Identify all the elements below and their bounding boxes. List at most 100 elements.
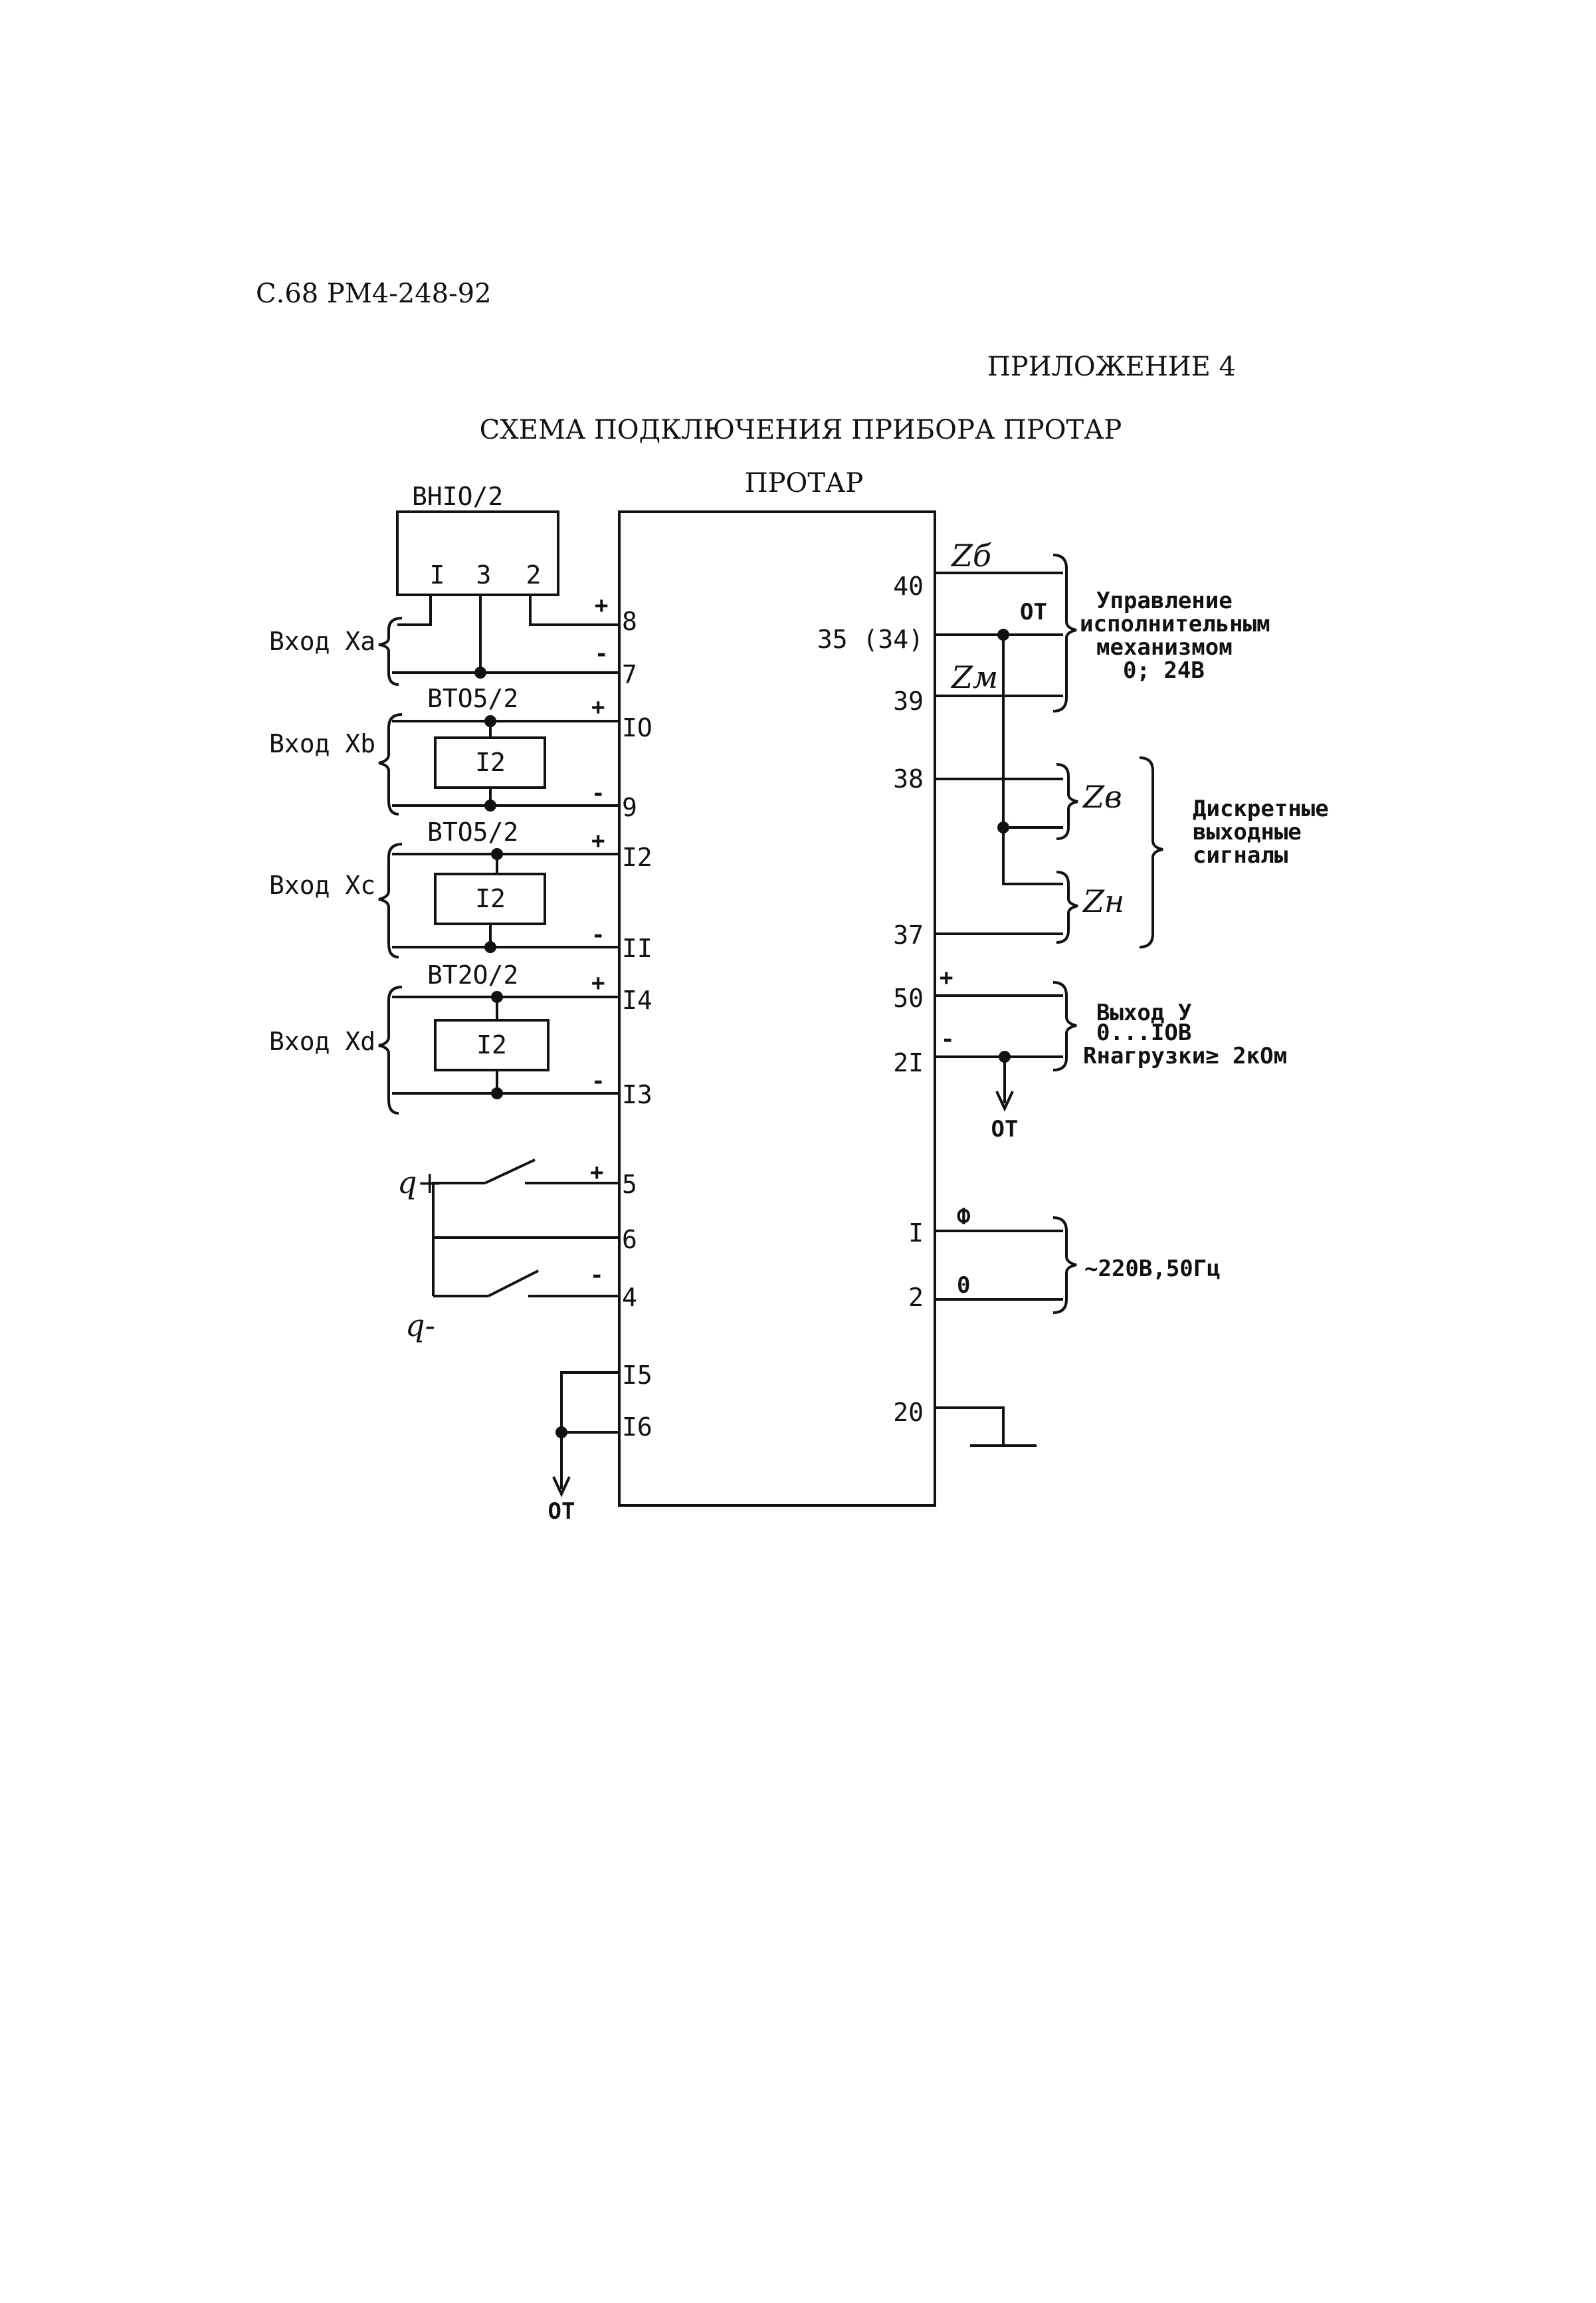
wire-pin15-16 <box>560 1371 619 1432</box>
switch-q-minus-contact <box>488 1269 539 1297</box>
control-line-3: механизмом <box>1096 634 1233 661</box>
sensor-bt3-box <box>434 1019 549 1071</box>
pin-50: 50 <box>893 984 924 1013</box>
signal-zn: Zн <box>1082 883 1124 919</box>
sign-minus: - <box>590 1262 603 1289</box>
junction-dot <box>997 629 1009 641</box>
pin-40: 40 <box>893 572 924 601</box>
sign-minus: - <box>591 1068 605 1095</box>
pin-7: 7 <box>622 660 637 689</box>
signal-zero: 0 <box>957 1272 970 1299</box>
appendix-label: ПРИЛОЖЕНИЕ 4 <box>987 352 1236 382</box>
brace-zn <box>1056 871 1078 944</box>
power-label: ~220В,50Гц <box>1084 1256 1221 1282</box>
pin-21: 2I <box>893 1048 924 1077</box>
brace-zv <box>1056 763 1078 840</box>
signal-zm: Zм <box>950 659 998 695</box>
wire-zn-return <box>1002 827 1063 885</box>
junction-dot <box>491 991 503 1003</box>
wire-bn-pin2-to-8 <box>529 595 619 626</box>
discrete-line-2: выходные <box>1193 819 1302 845</box>
sensor-bn-pin-2: 2 <box>526 560 542 590</box>
junction-dot <box>491 848 503 860</box>
sign-minus: - <box>595 641 608 667</box>
page-reference: С.68 РМ4-248-92 <box>256 278 492 309</box>
device-name: ПРОТАР <box>745 468 863 498</box>
pin-11: II <box>622 934 652 963</box>
junction-dot <box>484 715 496 727</box>
sign-plus: + <box>591 970 605 996</box>
pin-6: 6 <box>622 1225 637 1254</box>
pin-5: 5 <box>622 1170 637 1199</box>
signal-zv: Zв <box>1082 779 1122 815</box>
control-line-1: Управление <box>1096 588 1233 614</box>
junction-dot <box>484 941 496 953</box>
pin-35-34: 35 (34) <box>817 625 924 654</box>
sensor-bt1-label: ВТО5/2 <box>427 684 518 713</box>
brace-output <box>1052 981 1077 1071</box>
input-xa-label: Вход Xа <box>269 627 375 656</box>
junction-dot <box>555 1426 567 1438</box>
sign-plus: + <box>590 1159 603 1186</box>
arrow-ot-output <box>995 1091 1014 1112</box>
brace-xa <box>378 617 403 686</box>
sensor-bt3-label: ВТ2О/2 <box>427 960 518 990</box>
switch-q-plus-contact <box>484 1158 536 1184</box>
wire-pin-20-ground <box>935 1406 1005 1446</box>
ot-label-left: ОТ <box>548 1498 575 1525</box>
control-line-2: исполнительным <box>1080 611 1270 637</box>
sensor-bt3-code: I2 <box>476 1030 507 1059</box>
brace-xb <box>378 713 403 816</box>
signal-zb: Zб <box>950 538 992 574</box>
brace-power <box>1052 1216 1077 1314</box>
sensor-bn-label: ВНIO/2 <box>412 482 503 511</box>
pin-16: I6 <box>622 1412 652 1442</box>
sensor-bn-pin-1: I <box>430 560 445 590</box>
pin-38: 38 <box>893 764 924 794</box>
ot-label-control: ОТ <box>1020 599 1047 625</box>
input-xc-label: Вход Xc <box>269 871 375 900</box>
pin-8: 8 <box>622 607 637 636</box>
input-q-minus-label: q- <box>405 1307 435 1343</box>
protar-device-box <box>618 510 936 1507</box>
pin-10: IO <box>622 713 652 742</box>
brace-xd <box>378 986 403 1115</box>
pin-15: I5 <box>622 1361 652 1390</box>
pin-14: I4 <box>622 986 652 1015</box>
pin-39: 39 <box>893 687 924 716</box>
sensor-bt2-code: I2 <box>475 884 506 913</box>
sensor-bt1-code: I2 <box>475 748 506 777</box>
sign-minus: - <box>591 922 605 948</box>
pin-4: 4 <box>622 1283 637 1312</box>
sign-plus: + <box>591 694 605 720</box>
wire-bn-pin1-down <box>397 595 432 626</box>
junction-dot <box>484 800 496 812</box>
sign-plus: + <box>595 592 608 619</box>
sensor-bn-box <box>396 510 559 596</box>
input-xd-label: Вход Xd <box>269 1027 375 1056</box>
brace-control <box>1052 554 1077 713</box>
pin-9: 9 <box>622 793 637 822</box>
junction-dot <box>491 1087 503 1099</box>
sign-plus: + <box>591 827 605 854</box>
sign-minus: - <box>941 1026 954 1053</box>
brace-discrete <box>1139 756 1163 948</box>
pin-2: 2 <box>908 1283 924 1312</box>
output-line-1: Выход У <box>1096 1000 1191 1026</box>
pin-20: 20 <box>893 1398 924 1427</box>
sensor-bt2-label: ВТО5/2 <box>427 818 518 847</box>
ot-label-output: ОТ <box>991 1116 1019 1143</box>
pin-37: 37 <box>893 921 924 950</box>
pin-1: I <box>908 1218 924 1248</box>
output-line-2: 0...IOВ <box>1096 1020 1191 1046</box>
pin-12: I2 <box>622 843 652 872</box>
input-xb-label: Вход Xb <box>269 729 375 758</box>
signal-phase: Ф <box>957 1204 971 1230</box>
sensor-bn-pin-3: 3 <box>476 560 492 590</box>
control-line-4: 0; 24В <box>1123 657 1205 684</box>
discrete-line-3: сигналы <box>1193 842 1288 869</box>
sign-plus: + <box>940 964 953 991</box>
arrow-ot-left <box>552 1476 571 1497</box>
diagram-title: СХЕМА ПОДКЛЮЧЕНИЯ ПРИБОРА ПРОТАР <box>480 415 1122 445</box>
